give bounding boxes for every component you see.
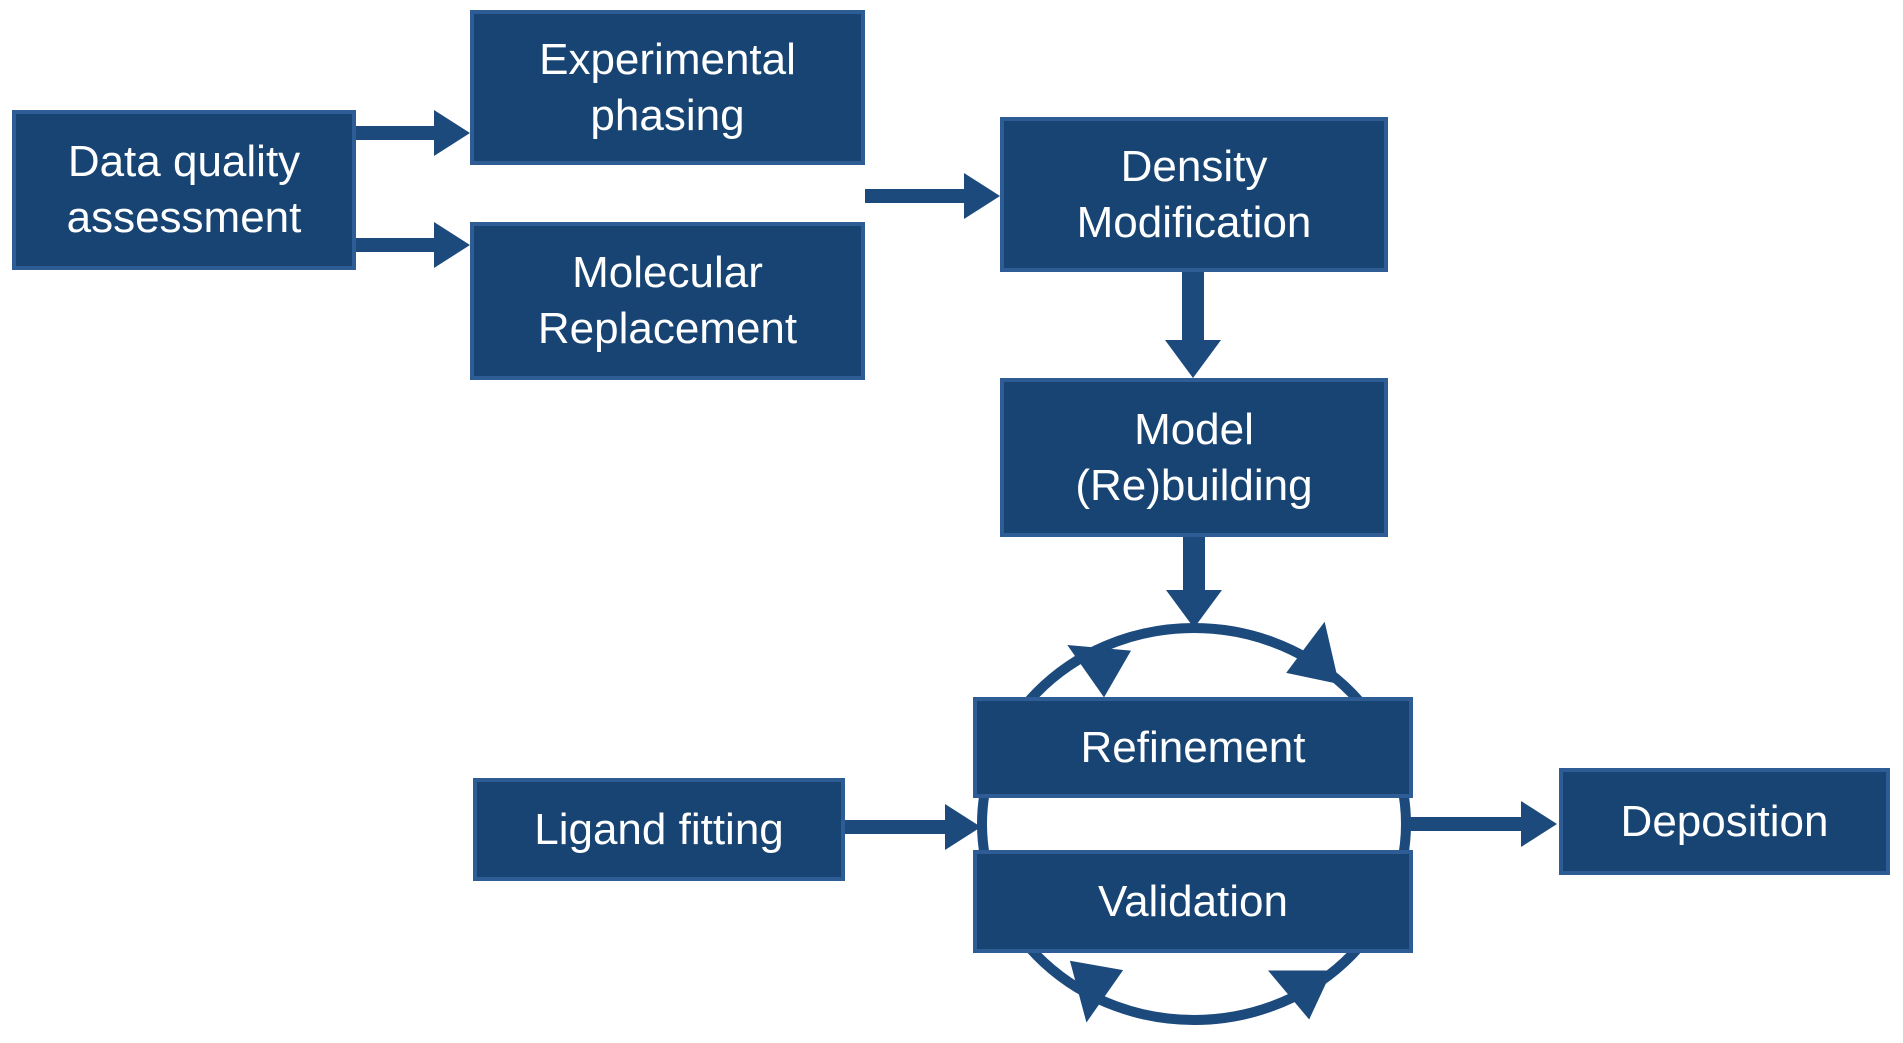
node-deposition: Deposition (1559, 768, 1890, 875)
node-refinement: Refinement (973, 697, 1413, 798)
node-density-modification-label: Density Modification (1076, 141, 1312, 247)
node-deposition-label: Deposition (1620, 796, 1829, 846)
arrow-phasing-to-density-modification-icon (865, 173, 1000, 219)
node-refinement-label: Refinement (1080, 722, 1306, 772)
node-data-quality-assessment: Data quality assessment (12, 110, 356, 270)
arrow-cycle-to-deposition-icon (1410, 801, 1557, 847)
node-molecular-replacement: Molecular Replacement (470, 222, 865, 380)
cycle-circle (977, 623, 1411, 1025)
node-validation-label: Validation (1098, 876, 1288, 926)
node-experimental-phasing-label: Experimental phasing (539, 34, 796, 140)
arrow-dqa-to-experimental-phasing-icon (356, 110, 470, 156)
node-data-quality-assessment-label: Data quality assessment (66, 137, 302, 242)
node-model-rebuilding: Model (Re)building (1000, 378, 1388, 537)
node-density-modification: Density Modification (1000, 117, 1388, 272)
node-molecular-replacement-label: Molecular Replacement (537, 248, 798, 353)
node-experimental-phasing: Experimental phasing (470, 10, 865, 165)
cycle-head-bottom-left-icon (1069, 960, 1124, 1023)
node-validation: Validation (973, 850, 1413, 953)
arrow-ligand-fitting-to-cycle-icon (845, 804, 981, 850)
node-ligand-fitting-label: Ligand fitting (534, 804, 784, 854)
cycle-head-bottom-right-icon (1267, 970, 1332, 1020)
node-model-rebuilding-label: Model (Re)building (1075, 404, 1313, 510)
arrow-density-modification-to-model-rebuilding-icon (1165, 272, 1221, 378)
cycle-head-top-left-icon (1067, 645, 1132, 698)
cycle-head-top-right-icon (1286, 621, 1340, 685)
arrow-dqa-to-molecular-replacement-icon (356, 222, 470, 268)
node-ligand-fitting: Ligand fitting (473, 778, 845, 881)
arrow-model-rebuilding-to-cycle-icon (1166, 537, 1222, 628)
